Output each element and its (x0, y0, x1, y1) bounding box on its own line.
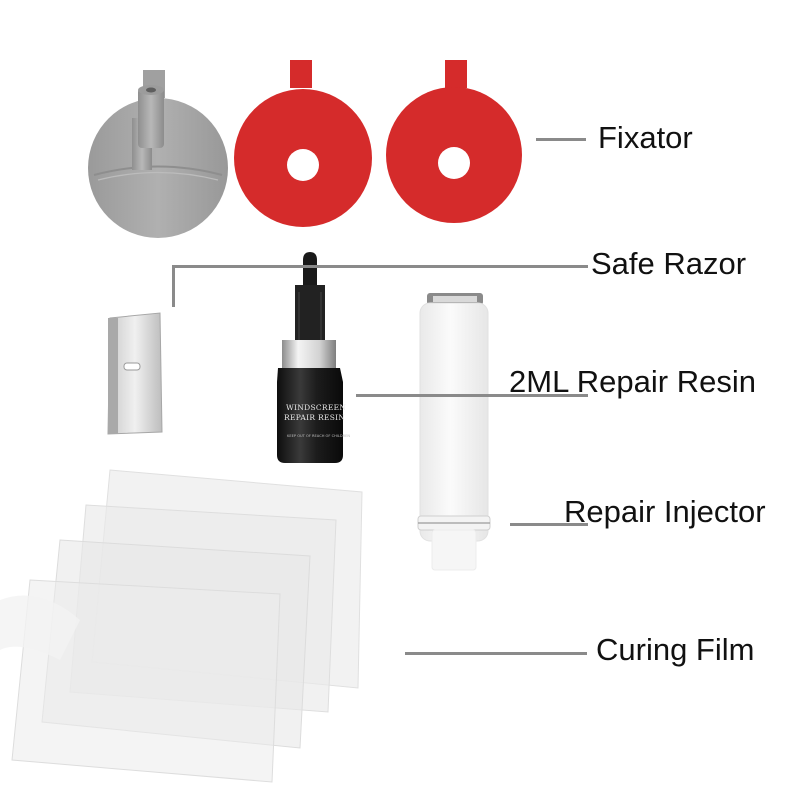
fixator-base (88, 70, 228, 238)
bottle-fine-print: KEEP OUT OF REACH OF CHILDREN (287, 434, 351, 438)
repair-injector-leader-line (510, 523, 588, 526)
label-curing-film: Curing Film (596, 632, 755, 667)
adhesive-disc (386, 60, 522, 223)
label-repair-resin: 2ML Repair Resin (509, 364, 756, 399)
adhesive-disc (234, 60, 372, 227)
label-fixator: Fixator (598, 120, 693, 155)
bottle-label-line-1: WINDSCREEN (286, 403, 347, 412)
repair-resin-bottle (277, 252, 343, 463)
safe-razor (107, 312, 163, 435)
label-repair-injector: Repair Injector (564, 494, 766, 529)
bottle-label-line-2: REPAIR RESIN (284, 413, 346, 422)
label-safe-razor: Safe Razor (591, 246, 747, 281)
repair-injector (417, 293, 491, 571)
fixator-leader-line (536, 138, 586, 141)
curing-film-leader-line (405, 652, 587, 655)
curing-film (0, 469, 363, 783)
safe-razor-leader-drop (172, 265, 175, 307)
repair-resin-leader-line (356, 394, 588, 397)
safe-razor-leader-line (173, 265, 588, 268)
